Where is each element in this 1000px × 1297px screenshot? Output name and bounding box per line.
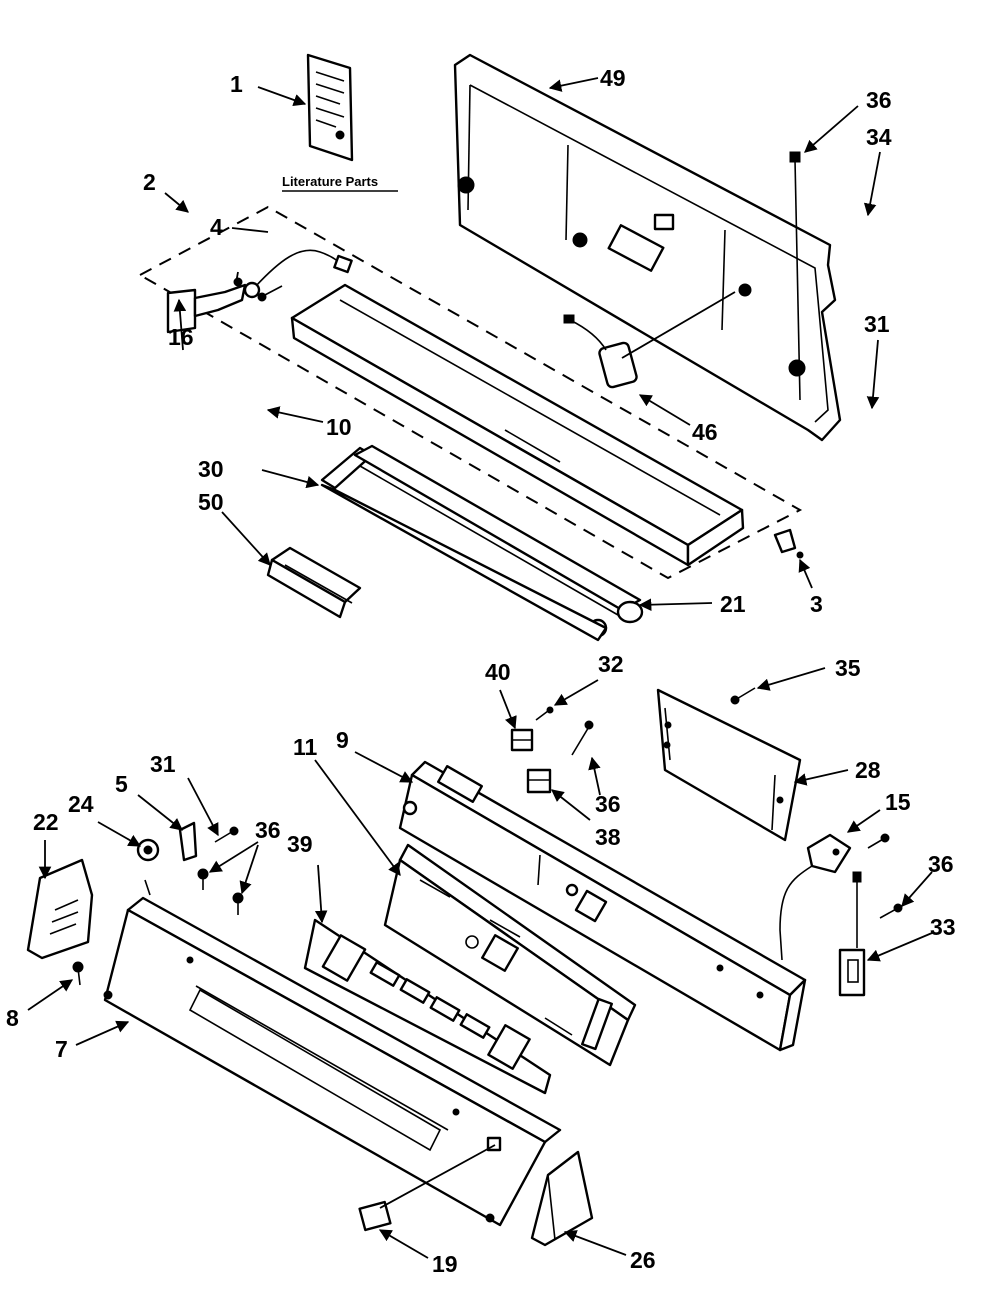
callout-1: 1 <box>230 71 243 97</box>
callout-7: 7 <box>55 1036 68 1062</box>
callout-2: 2 <box>143 169 156 195</box>
callout-46: 46 <box>692 419 718 445</box>
callout-34: 34 <box>866 124 892 150</box>
wire-harness-plug <box>563 291 736 389</box>
callout-5: 5 <box>115 771 128 797</box>
literature-booklet: Literature Parts <box>282 53 398 192</box>
callout-36-right: 36 <box>928 851 954 877</box>
callout-38: 38 <box>595 824 621 850</box>
callout-9: 9 <box>336 727 349 753</box>
screw-31-lower <box>214 826 239 843</box>
screw-10 <box>257 285 283 302</box>
callout-39: 39 <box>287 831 313 857</box>
console-trim-tube <box>320 444 644 642</box>
screw-32 <box>535 706 554 721</box>
console-housing <box>290 283 745 567</box>
wire-lead <box>243 249 353 299</box>
callout-36-mid: 36 <box>595 791 621 817</box>
callout-15: 15 <box>885 789 911 815</box>
front-control-panel <box>103 879 562 1227</box>
rocker-switch <box>510 728 534 752</box>
callout-11: 11 <box>293 734 318 760</box>
callout-4: 4 <box>210 214 223 240</box>
callout-32: 32 <box>598 651 624 677</box>
callout-40: 40 <box>485 659 511 685</box>
control-mounting-bracket <box>398 760 807 1052</box>
left-end-cap <box>26 858 94 960</box>
callout-24: 24 <box>68 791 94 817</box>
callout-19: 19 <box>432 1251 458 1277</box>
control-overlay <box>303 918 552 1095</box>
callout-21: 21 <box>720 591 746 617</box>
connector-block <box>358 1144 496 1232</box>
rear-control-panel <box>453 53 842 442</box>
knob-nut <box>136 838 160 862</box>
callout-22: 22 <box>33 809 59 835</box>
screw-36-upper <box>571 720 594 756</box>
screw-36-left-b <box>232 892 244 915</box>
callout-8: 8 <box>6 1005 19 1031</box>
screw-35 <box>730 687 756 705</box>
literature-parts-caption: Literature Parts <box>282 174 378 189</box>
callout-35: 35 <box>835 655 861 681</box>
callout-16: 16 <box>168 324 194 350</box>
callout-33: 33 <box>930 914 956 940</box>
channel-bracket <box>266 546 362 619</box>
control-board-housing <box>383 843 637 1067</box>
right-end-cap <box>530 1150 594 1247</box>
callout-36-left: 36 <box>255 817 281 843</box>
callout-26: 26 <box>630 1247 656 1273</box>
control-circuit-board <box>656 688 802 842</box>
screw-36-left-a <box>197 868 209 890</box>
callout-36-top: 36 <box>866 87 892 113</box>
small-bracket <box>178 821 198 862</box>
callout-31-upper: 31 <box>864 311 890 337</box>
callout-50: 50 <box>198 489 224 515</box>
callout-49: 49 <box>600 65 626 91</box>
relay <box>526 768 552 794</box>
latch-switch <box>838 871 866 997</box>
console-outline-dashed <box>137 205 803 580</box>
door-switch <box>806 833 852 874</box>
callout-31-lower: 31 <box>150 751 176 777</box>
screw-36-right-b <box>879 903 903 919</box>
screw-8 <box>72 961 84 986</box>
switch-harness <box>779 865 813 961</box>
callout-10: 10 <box>326 414 352 440</box>
screw-36-right-a <box>867 833 890 849</box>
retaining-clip <box>773 528 804 559</box>
callout-leaders <box>27 77 933 1259</box>
callout-3: 3 <box>810 591 823 617</box>
callout-30: 30 <box>198 456 224 482</box>
callout-labels: 1 2 4 16 10 30 50 21 3 49 36 34 31 46 40… <box>6 65 956 1277</box>
callout-28: 28 <box>855 757 881 783</box>
